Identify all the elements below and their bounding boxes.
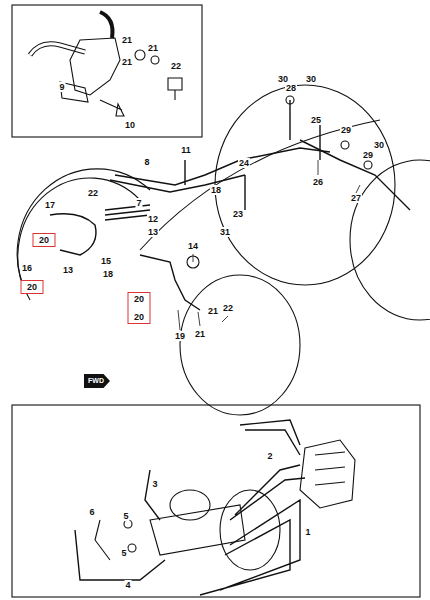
callout-number: 11 bbox=[180, 145, 192, 155]
rear-wheel bbox=[215, 85, 395, 285]
front-wheel bbox=[180, 275, 300, 415]
direction-label: FWD bbox=[87, 376, 105, 386]
callout-number: 19 bbox=[174, 331, 186, 341]
brake-pipes bbox=[50, 100, 410, 310]
callout-number: 28 bbox=[285, 83, 297, 93]
callout-number: 4 bbox=[124, 580, 131, 590]
callout-number: 17 bbox=[44, 200, 56, 210]
bolt bbox=[168, 78, 182, 100]
callout-number: 29 bbox=[362, 150, 374, 160]
callout-number: 22 bbox=[222, 303, 234, 313]
clip bbox=[341, 141, 349, 149]
brake-pipes bbox=[75, 420, 305, 595]
callout-number: 26 bbox=[312, 177, 324, 187]
callout-number: 20 bbox=[134, 294, 144, 304]
bolt bbox=[124, 520, 132, 528]
callout-number: 21 bbox=[194, 329, 206, 339]
abs-unit bbox=[300, 440, 355, 508]
callout-number: 8 bbox=[143, 157, 150, 167]
callout-number: 13 bbox=[62, 265, 74, 275]
callout-number: 22 bbox=[87, 188, 99, 198]
leader-lines bbox=[178, 160, 360, 330]
callout-number: 25 bbox=[310, 115, 322, 125]
callout-number: 29 bbox=[340, 125, 352, 135]
callout-box: 2020 bbox=[128, 292, 151, 324]
callout-number: 18 bbox=[102, 269, 114, 279]
callout-number: 21 bbox=[207, 306, 219, 316]
callout-box: 20 bbox=[33, 233, 56, 247]
rear-wheel bbox=[350, 160, 430, 320]
callout-number: 30 bbox=[305, 74, 317, 84]
clip bbox=[286, 96, 294, 104]
abs-detail bbox=[315, 452, 345, 485]
pipe bbox=[95, 520, 110, 560]
callout-number: 21 bbox=[121, 57, 133, 67]
callout-box: 20 bbox=[21, 280, 44, 294]
callout-number: 22 bbox=[170, 61, 182, 71]
master-cylinder bbox=[150, 505, 245, 555]
inset-frame bbox=[12, 405, 420, 597]
bolt bbox=[100, 100, 124, 116]
callout-number: 20 bbox=[134, 312, 144, 322]
callout-number: 18 bbox=[210, 185, 222, 195]
callout-number: 1 bbox=[304, 527, 311, 537]
bolt bbox=[128, 544, 136, 552]
callout-number: 5 bbox=[122, 511, 129, 521]
callout-number: 27 bbox=[350, 193, 362, 203]
front-wheel bbox=[17, 169, 150, 300]
washer bbox=[151, 56, 159, 64]
callout-number: 6 bbox=[88, 507, 95, 517]
front-wheel bbox=[18, 178, 140, 292]
callout-number: 21 bbox=[121, 35, 133, 45]
callout-number: 9 bbox=[58, 82, 65, 92]
callout-number: 14 bbox=[187, 241, 199, 251]
callout-number: 24 bbox=[238, 158, 250, 168]
callout-number: 5 bbox=[120, 548, 127, 558]
inset-frame bbox=[12, 5, 202, 137]
clip bbox=[364, 161, 372, 169]
callout-number: 31 bbox=[219, 227, 231, 237]
callout-number: 13 bbox=[147, 227, 159, 237]
callout-number: 10 bbox=[124, 120, 136, 130]
callout-number: 20 bbox=[27, 282, 37, 292]
callout-number: 16 bbox=[21, 263, 33, 273]
pipe bbox=[100, 12, 113, 38]
callout-number: 12 bbox=[147, 214, 159, 224]
callout-number: 21 bbox=[147, 43, 159, 53]
callout-number: 2 bbox=[266, 451, 273, 461]
callout-number: 7 bbox=[135, 198, 142, 208]
callout-number: 3 bbox=[151, 479, 158, 489]
union bbox=[135, 50, 145, 60]
callout-number: 23 bbox=[232, 209, 244, 219]
callout-number: 20 bbox=[39, 235, 49, 245]
callout-number: 15 bbox=[100, 256, 112, 266]
callout-number: 30 bbox=[373, 140, 385, 150]
